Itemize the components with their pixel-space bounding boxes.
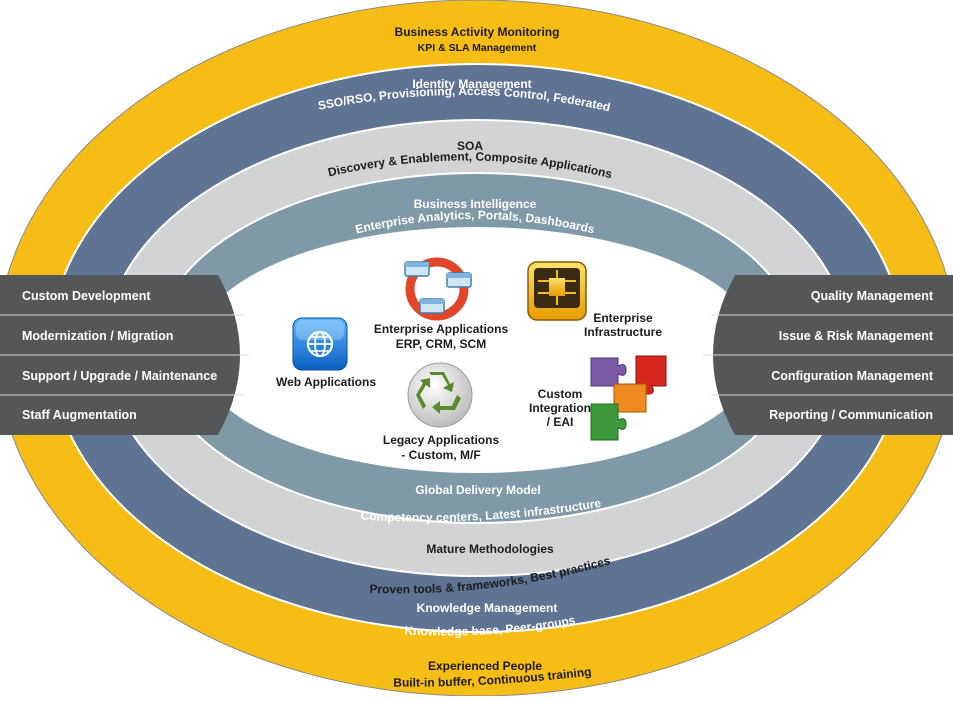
left-item-support: Support / Upgrade / Maintenance bbox=[22, 369, 217, 383]
globe-icon bbox=[292, 317, 348, 371]
ring-label-gdm-title: Global Delivery Model bbox=[415, 483, 540, 497]
left-panel: Custom Development Modernization / Migra… bbox=[0, 275, 250, 435]
ring-label-soa-title: SOA bbox=[457, 139, 483, 153]
enterprise-applications-title: Enterprise Applications bbox=[374, 322, 509, 336]
puzzle-icon bbox=[590, 355, 667, 441]
ring-label-bam-subtitle: KPI & SLA Management bbox=[418, 42, 537, 54]
ring-label-identity-title: Identity Management bbox=[412, 77, 531, 91]
ring-label-people-title: Experienced People bbox=[428, 659, 542, 673]
recycle-icon bbox=[407, 362, 473, 428]
right-item-quality: Quality Management bbox=[811, 289, 934, 303]
chip-icon bbox=[527, 261, 587, 321]
custom-integration-line3: / EAI bbox=[547, 415, 574, 429]
custom-integration-line2: Integration bbox=[529, 401, 591, 415]
right-item-issue-risk: Issue & Risk Management bbox=[779, 329, 934, 343]
ring-label-knowledge-title: Knowledge Management bbox=[417, 601, 558, 615]
enterprise-infrastructure-title: Enterprise bbox=[593, 311, 653, 325]
enterprise-applications-subtitle: ERP, CRM, SCM bbox=[396, 337, 486, 351]
right-item-reporting: Reporting / Communication bbox=[769, 408, 933, 422]
custom-integration-line1: Custom bbox=[538, 387, 583, 401]
legacy-applications-subtitle: - Custom, M/F bbox=[401, 448, 480, 462]
right-panel: Quality Management Issue & Risk Manageme… bbox=[703, 275, 953, 435]
left-item-modernization: Modernization / Migration bbox=[22, 329, 173, 343]
right-item-configuration: Configuration Management bbox=[771, 369, 934, 383]
left-item-staff-augmentation: Staff Augmentation bbox=[22, 408, 137, 422]
web-applications-label: Web Applications bbox=[276, 375, 376, 389]
left-item-custom-development: Custom Development bbox=[22, 289, 151, 303]
enterprise-infrastructure-subtitle: Infrastructure bbox=[584, 325, 662, 339]
server-network-icon bbox=[404, 257, 472, 321]
legacy-applications-title: Legacy Applications bbox=[383, 433, 500, 447]
ring-label-bi-title: Business Intelligence bbox=[414, 197, 537, 211]
ring-label-methodologies-title: Mature Methodologies bbox=[426, 542, 554, 556]
ring-label-bam-title: Business Activity Monitoring bbox=[395, 25, 560, 39]
